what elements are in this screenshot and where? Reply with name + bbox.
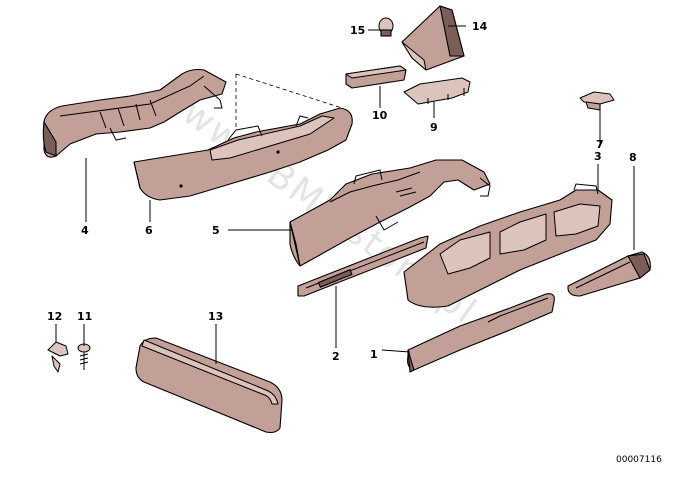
- callout-4: 4: [81, 224, 89, 237]
- part-2-slide-rail[interactable]: [297, 235, 429, 297]
- part-10-cap[interactable]: [345, 65, 407, 89]
- callout-2: 2: [332, 350, 340, 363]
- callout-15: 15: [350, 24, 365, 37]
- part-15-button-cap[interactable]: [378, 17, 394, 37]
- part-5-center-trim[interactable]: [289, 159, 491, 267]
- part-12-plastic-clip[interactable]: [47, 341, 69, 373]
- callout-14: 14: [472, 20, 488, 33]
- part-1-trim-strip[interactable]: [407, 293, 555, 373]
- callout-13: 13: [208, 310, 223, 323]
- leader-lines: [55, 25, 635, 364]
- callout-1: 1: [370, 348, 378, 361]
- part-6-trim-panel[interactable]: [133, 107, 353, 201]
- callout-8: 8: [629, 151, 637, 164]
- part-8-side-cover[interactable]: [567, 251, 651, 297]
- document-number: 00007116: [616, 455, 662, 465]
- callout-3: 3: [594, 150, 602, 163]
- callout-11: 11: [77, 310, 92, 323]
- callout-9: 9: [430, 121, 438, 134]
- part-4-trim-cover[interactable]: [42, 68, 227, 158]
- part-7-clip[interactable]: [579, 91, 615, 111]
- part-11-screw[interactable]: [77, 343, 91, 370]
- part-13-end-cap[interactable]: [135, 337, 283, 434]
- callout-7: 7: [596, 138, 604, 151]
- callout-6: 6: [145, 224, 153, 237]
- callout-10: 10: [372, 109, 388, 122]
- part-3-right-trim-panel[interactable]: [403, 183, 613, 308]
- part-14-wedge[interactable]: [401, 5, 465, 71]
- part-9-bracket[interactable]: [403, 77, 471, 105]
- callout-5: 5: [212, 224, 220, 237]
- assembly-dashed-lines: [235, 73, 343, 128]
- callout-12: 12: [47, 310, 62, 323]
